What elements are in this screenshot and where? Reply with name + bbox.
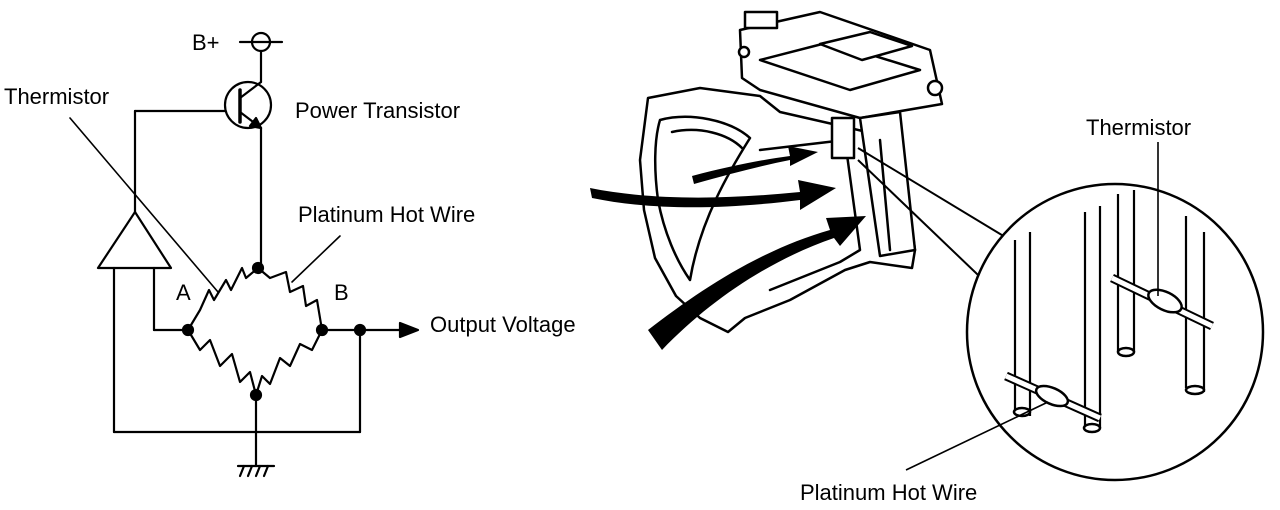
- amplifier-symbol: [96, 109, 362, 434]
- resistor-bottom-right: [254, 328, 324, 397]
- airflow-meter-illustration: [638, 10, 944, 334]
- airflow-arrow-upper: [692, 146, 818, 184]
- power-transistor-symbol: [133, 80, 273, 270]
- resistor-a: [186, 266, 260, 332]
- wheatstone-bridge: [181, 261, 420, 402]
- b-plus-label: B+: [192, 30, 220, 55]
- airflow-arrows: [590, 146, 866, 350]
- resistor-a-label: A: [176, 280, 191, 305]
- platinum-hot-wire-right-label: Platinum Hot Wire: [800, 480, 977, 505]
- thermistor-right-label: Thermistor: [1086, 115, 1191, 140]
- zoom-pointer: [857, 147, 1021, 297]
- ground-symbol: [236, 393, 276, 478]
- resistor-bottom-left: [186, 328, 258, 397]
- airflow-arrow-lower: [648, 216, 866, 350]
- leader-hot-wire-left: [291, 235, 341, 283]
- sensor-probe: [830, 116, 856, 160]
- magnified-detail: [965, 182, 1265, 482]
- thermistor-left-label: Thermistor: [4, 84, 109, 109]
- resistor-b-hot-wire: [256, 266, 324, 332]
- leader-hot-wire-right: [905, 401, 1049, 471]
- platinum-hot-wire-left-label: Platinum Hot Wire: [298, 202, 475, 227]
- output-voltage-label: Output Voltage: [430, 312, 576, 337]
- leader-thermistor-left: [69, 117, 219, 293]
- thermistor-element: [1110, 273, 1214, 331]
- hot-wire-element: [1004, 371, 1102, 423]
- control-module: [737, 10, 944, 120]
- airflow-arrow-middle: [590, 180, 836, 210]
- resistor-b-label: B: [334, 280, 349, 305]
- circuit-schematic: [69, 31, 420, 478]
- b-plus-terminal: [238, 31, 284, 84]
- inlet-ring: [653, 115, 752, 282]
- power-transistor-label: Power Transistor: [295, 98, 460, 123]
